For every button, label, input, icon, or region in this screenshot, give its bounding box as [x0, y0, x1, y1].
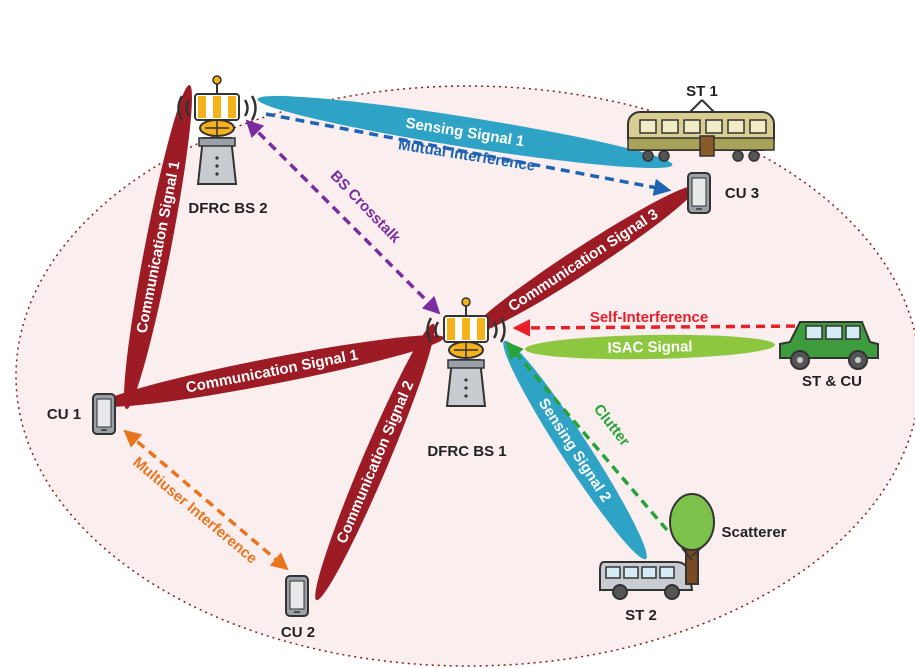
st-cu-label: ST & CU — [802, 373, 862, 390]
jeep-icon — [779, 321, 879, 370]
cu2-label: CU 2 — [281, 624, 315, 641]
cu3-label: CU 3 — [725, 185, 759, 202]
self-interference-label: Self-Interference — [590, 309, 708, 326]
clutter-arrow — [505, 341, 669, 532]
multiuser-interference-arrow — [123, 429, 289, 571]
base-station-1[interactable]: DFRC BS 1 — [426, 296, 507, 460]
base-station-2[interactable]: DFRC BS 2 — [177, 74, 268, 217]
isac-beam: ISAC Signal — [525, 334, 775, 360]
self-interference-arrow — [512, 319, 811, 337]
phone-icon — [92, 393, 116, 435]
scatterer[interactable]: Scatterer — [669, 493, 787, 585]
van-icon — [599, 561, 694, 600]
isac-signal-label: ISAC Signal — [607, 338, 692, 356]
bs1-label: DFRC BS 1 — [427, 443, 506, 460]
bs2-label: DFRC BS 2 — [188, 200, 267, 217]
st1-label: ST 1 — [686, 83, 718, 100]
st2-label: ST 2 — [625, 607, 657, 624]
user-cu2[interactable]: CU 2 — [281, 575, 315, 641]
user-cu1[interactable]: CU 1 — [47, 393, 116, 435]
scatterer-label: Scatterer — [721, 524, 786, 541]
sensing-target-and-user[interactable]: ST & CU — [779, 321, 879, 390]
sensing-target-1[interactable]: ST 1 — [627, 83, 775, 162]
sensing-target-2[interactable]: ST 2 — [599, 561, 694, 624]
tree-icon — [669, 493, 715, 585]
tram-icon — [627, 99, 775, 162]
cu1-label: CU 1 — [47, 406, 81, 423]
phone-icon — [285, 575, 309, 617]
user-cu3[interactable]: CU 3 — [687, 172, 759, 214]
phone-icon — [687, 172, 711, 214]
